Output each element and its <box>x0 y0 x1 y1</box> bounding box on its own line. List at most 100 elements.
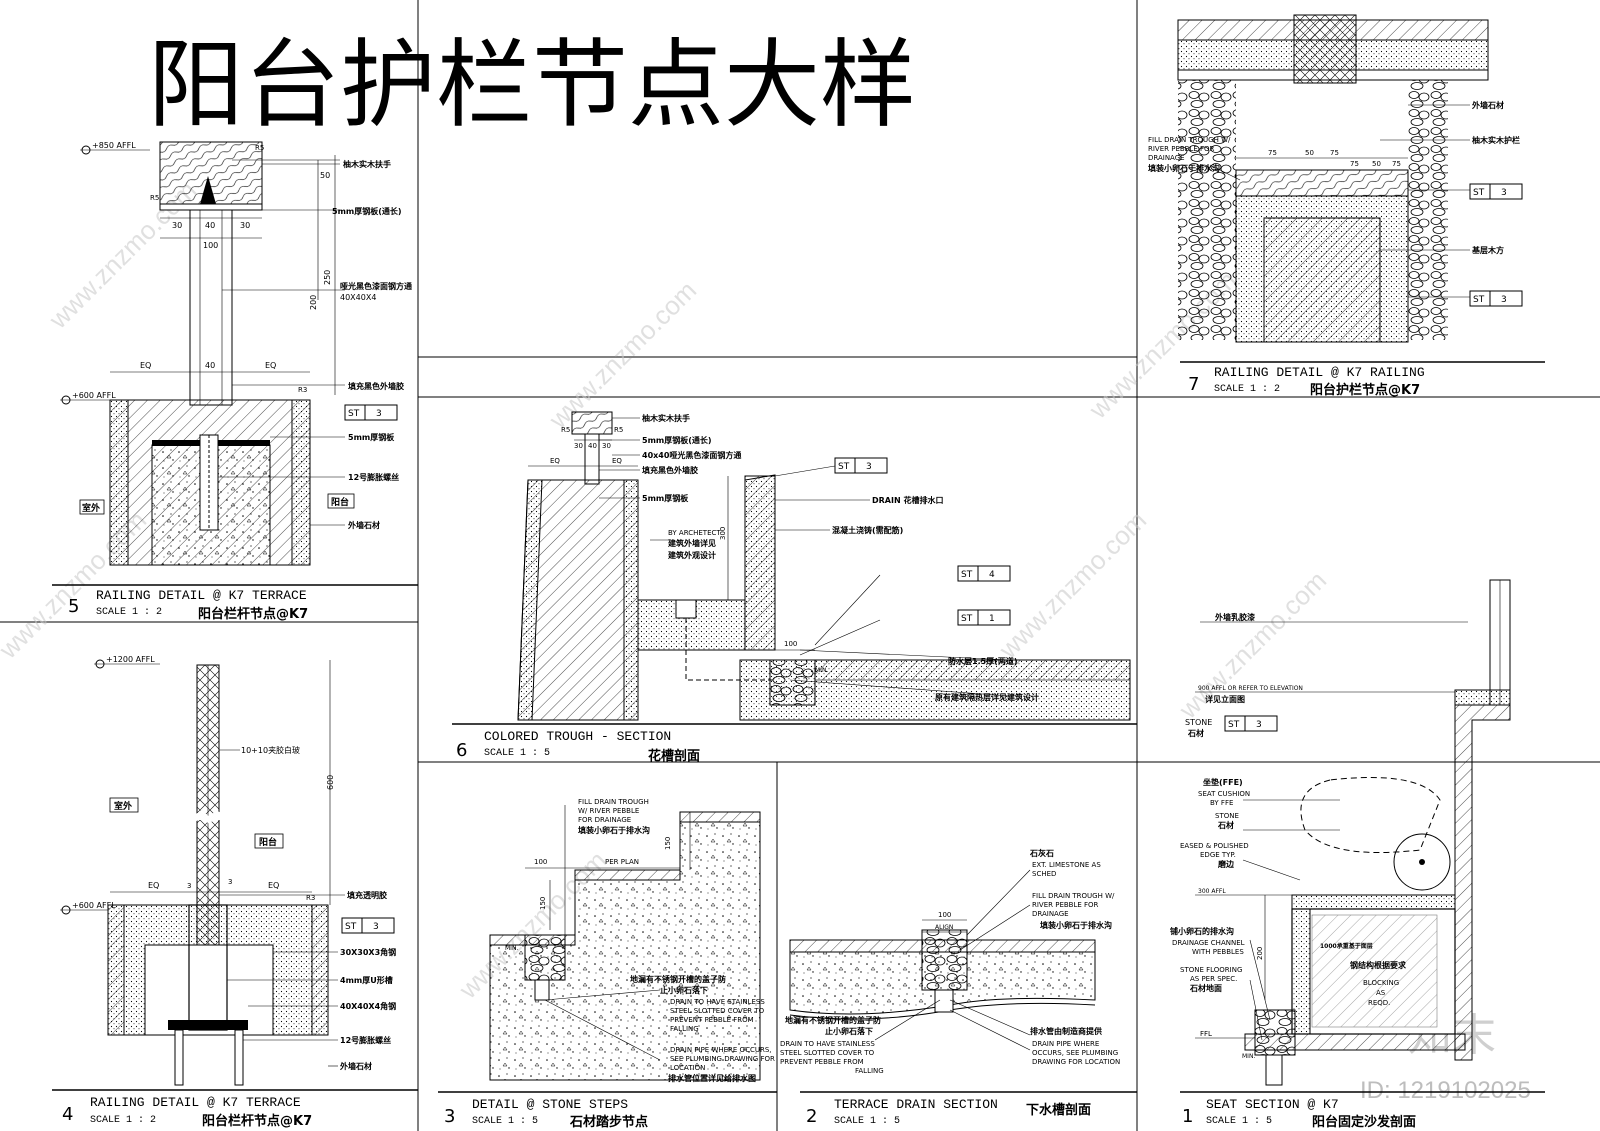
label-fill: FILL DRAIN TROUGH W/ <box>1032 892 1115 900</box>
label-angle-40: 40X40X4角钢 <box>340 1001 396 1011</box>
detail-number: 6 <box>456 740 467 761</box>
tag-st-number: 3 <box>376 409 382 419</box>
label-u-channel: 4mm厚U形槽 <box>340 975 393 985</box>
label-pipe-en: LOCATION <box>670 1064 705 1072</box>
label-steel-tube: 40x40哑光黑色漆面钢方通 <box>642 450 741 460</box>
label-load: 1000承重基于面层 <box>1320 942 1373 950</box>
detail-scale: SCALE 1 : 2 <box>96 607 162 618</box>
dim-text: MIN. <box>505 945 518 952</box>
detail-title: DETAIL @ STONE STEPS <box>472 1097 628 1112</box>
label-balcony: 阳台 <box>259 836 277 848</box>
label-drain-en: STEEL SLOTTED COVER TO <box>670 1007 765 1015</box>
label-drain-en: FALLING <box>855 1067 884 1075</box>
label-teak-rail: 柚木实木护栏 <box>1472 135 1520 145</box>
note-line: FILL DRAIN TROUGH <box>578 798 649 806</box>
label-concrete: 混凝土浇铸(需配筋) <box>832 525 903 535</box>
detail-scale: SCALE 1 : 5 <box>1206 1116 1272 1127</box>
label-fill-cn: 填装小卵石于排水沟 <box>1040 920 1112 930</box>
detail-title: TERRACE DRAIN SECTION <box>834 1097 998 1112</box>
label-ffl: FFL <box>1200 1030 1212 1038</box>
tag-st: ST <box>1228 720 1240 730</box>
tag-st: ST <box>1473 295 1485 305</box>
dim-text: R5 <box>150 194 159 202</box>
label-paint: 外墙乳胶漆 <box>1215 612 1255 622</box>
note-line: W/ RIVER PEBBLE <box>578 807 639 815</box>
label-fill: RIVER PEBBLE FOR <box>1032 901 1099 909</box>
label-stone-2-cn: 石材 <box>1217 820 1234 830</box>
label-limestone: SCHED <box>1032 870 1056 878</box>
label-insulation: 原有建筑隔热层详见建筑设计 <box>935 692 1039 702</box>
label-edge: EASED & POLISHED <box>1180 842 1249 850</box>
label-channel: WITH PEBBLES <box>1192 948 1244 956</box>
dim-text: EQ <box>265 361 276 370</box>
detail-scale: SCALE 1 : 5 <box>834 1116 900 1127</box>
dim-text: 3 <box>187 882 191 890</box>
detail-scale: SCALE 1 : 5 <box>484 748 550 759</box>
label-steel-plate: 5mm厚钢板(通长) <box>642 435 712 445</box>
detail-6: EQ EQ 30 40 30 R5 R5 300 100 MIN. 柚木实木扶手… <box>452 411 1137 764</box>
dim-text: 150 <box>664 837 672 850</box>
label-drain-cn: 地漏有不锈钢开槽的盖子防 <box>785 1015 881 1025</box>
label-facade: 建筑外墙详见 <box>667 538 716 548</box>
label-timber: 基层木方 <box>1471 245 1504 255</box>
detail-number: 4 <box>62 1104 73 1125</box>
detail-title: RAILING DETAIL @ K7 TERRACE <box>90 1095 301 1110</box>
tag-st-number: 4 <box>989 570 995 580</box>
label-channel-cn: 铺小卵石的排水沟 <box>1170 926 1234 936</box>
dim-text: R3 <box>298 386 307 394</box>
label-drain-en: PREVENT PEBBLE FROM <box>780 1058 864 1066</box>
detail-title-cn: 阳台护栏节点@K7 <box>1310 382 1420 398</box>
label-pipe-cn: 排水管由制造商提供 <box>1030 1026 1102 1036</box>
label-blocking: REQD. <box>1368 999 1390 1007</box>
label-outdoor: 室外 <box>114 800 132 812</box>
dim-text: 40 <box>205 361 215 370</box>
detail-number: 5 <box>68 596 79 617</box>
dim-text: 100 <box>938 911 951 919</box>
tag-st-number: 3 <box>373 922 379 932</box>
tag-st: ST <box>838 462 850 472</box>
label-steel: 钢结构根据要求 <box>1350 960 1407 970</box>
detail-title-cn: 阳台栏杆节点@K7 <box>202 1113 312 1129</box>
dim-text: EQ <box>612 457 622 465</box>
detail-5: 30 40 30 100 50 250 200 EQ 40 EQ R3 R5 R… <box>52 141 418 622</box>
note-line: DRAINAGE <box>1148 154 1185 162</box>
detail-number: 7 <box>1188 374 1199 395</box>
label-pipe-cn: 排水管位置详见给排水图 <box>668 1073 756 1083</box>
label-pipe-en: DRAIN PIPE WHERE OCCURS, <box>670 1046 772 1054</box>
label-pipe-en: DRAWING FOR LOCATION <box>1032 1058 1120 1066</box>
label-stone: STONE <box>1185 718 1212 727</box>
dim-text: 30 <box>602 442 611 450</box>
tag-st: ST <box>1473 188 1485 198</box>
label-plate: 5mm厚钢板 <box>642 493 689 503</box>
label-drain-en: PREVENT PEBBLE FROM <box>670 1016 754 1024</box>
label-bolt: 12号膨胀螺丝 <box>340 1035 391 1045</box>
tag-st-number: 3 <box>1256 720 1262 730</box>
detail-title: COLORED TROUGH - SECTION <box>484 729 671 744</box>
note-line: RIVER PEBBLE FOR <box>1148 145 1215 153</box>
dim-text: R3 <box>306 894 315 902</box>
label-limestone: EXT. LIMESTONE AS <box>1032 861 1101 869</box>
detail-number: 3 <box>444 1106 455 1127</box>
detail-title: RAILING DETAIL @ K7 RAILING <box>1214 365 1425 380</box>
label-steel-plate: 5mm厚钢板(通长) <box>332 206 402 216</box>
dim-text: 50 <box>320 171 330 180</box>
detail-number: 1 <box>1182 1106 1193 1127</box>
tag-st: ST <box>345 922 357 932</box>
label-cushion: BY FFE <box>1210 799 1233 807</box>
label-stone: 外墙石材 <box>348 520 380 530</box>
label-angle-30: 30X30X3角钢 <box>340 947 396 957</box>
watermark-site: www.znzmo.com <box>1172 565 1332 725</box>
dim-text: 50 <box>1372 160 1381 168</box>
label-stone-2: STONE <box>1215 812 1239 820</box>
detail-title: SEAT SECTION @ K7 <box>1206 1097 1339 1112</box>
label-flooring: AS PER SPEC. <box>1190 975 1237 983</box>
label-plate: 5mm厚钢板 <box>348 432 395 442</box>
tag-st: ST <box>961 614 973 624</box>
level-top: +850 AFFL <box>92 141 136 150</box>
label-min: MIN. <box>1242 1053 1255 1060</box>
label-sealant: 填充透明胶 <box>347 890 387 900</box>
level-bottom: +600 AFFL <box>72 391 116 400</box>
dim-text: 50 <box>1305 149 1314 157</box>
dim-text: EQ <box>268 881 279 890</box>
